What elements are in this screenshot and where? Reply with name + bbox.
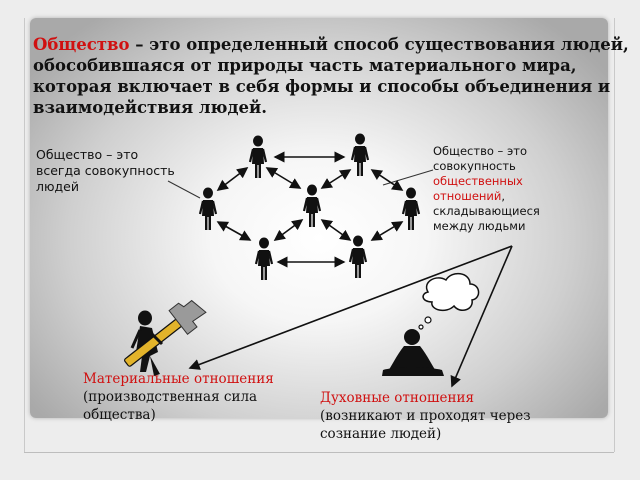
material-relations-note: (производственная сила общества): [83, 389, 258, 423]
pointer-line-left: [167, 180, 201, 199]
title-highlight: Общество: [33, 35, 130, 54]
frame-left: [24, 18, 25, 452]
arrow-top-right: [370, 169, 404, 191]
label-social-relations-post: , складывающиеся между людьми: [433, 189, 540, 233]
frame-right: [614, 18, 615, 452]
arrow-to-material: [188, 245, 513, 370]
material-relations-title: Материальные отношения: [83, 371, 274, 387]
spiritual-relations: Духовные отношения (возникают и проходят …: [320, 389, 550, 443]
arrow-top-center-right: [320, 169, 352, 189]
thinking-person-icon: [382, 272, 480, 376]
label-social-relations-highlight: общественных отношений: [433, 174, 523, 203]
person-icon: [401, 186, 421, 232]
spiritual-relations-title: Духовные отношения: [320, 390, 475, 406]
thought-bubble-icon: [422, 272, 480, 312]
arrow-bottom-left: [216, 221, 252, 241]
person-icon: [254, 236, 274, 282]
hammer-icon: [124, 299, 207, 376]
arrow-bottom-center-right: [320, 219, 352, 241]
arrow-top-left: [216, 167, 249, 191]
arrow-bottom-center-left: [273, 219, 304, 241]
person-icon: [302, 183, 322, 229]
arrow-bottom-right: [370, 221, 404, 241]
person-icon: [248, 134, 268, 180]
frame-bottom: [24, 452, 614, 453]
relation-arrows: [216, 151, 404, 268]
label-social-relations-pre: Общество – это совокупность: [433, 144, 527, 173]
person-icon: [198, 186, 218, 232]
spiritual-relations-note: (возникают и проходят через сознание люд…: [320, 408, 531, 442]
background-panel: [30, 18, 608, 418]
person-icon: [350, 132, 370, 178]
definition-title: Общество – это определенный способ сущес…: [33, 34, 633, 118]
person-icon: [348, 234, 368, 280]
arrow-to-spiritual: [450, 245, 513, 388]
title-text: – это определенный способ существования …: [33, 35, 629, 117]
arrow-top-center-left: [265, 167, 302, 189]
label-social-relations: Общество – это совокупность общественных…: [433, 144, 583, 234]
material-relations: Материальные отношения (производственная …: [83, 370, 283, 424]
label-people-aggregate: Общество – это всегда совокупность людей: [36, 147, 175, 194]
